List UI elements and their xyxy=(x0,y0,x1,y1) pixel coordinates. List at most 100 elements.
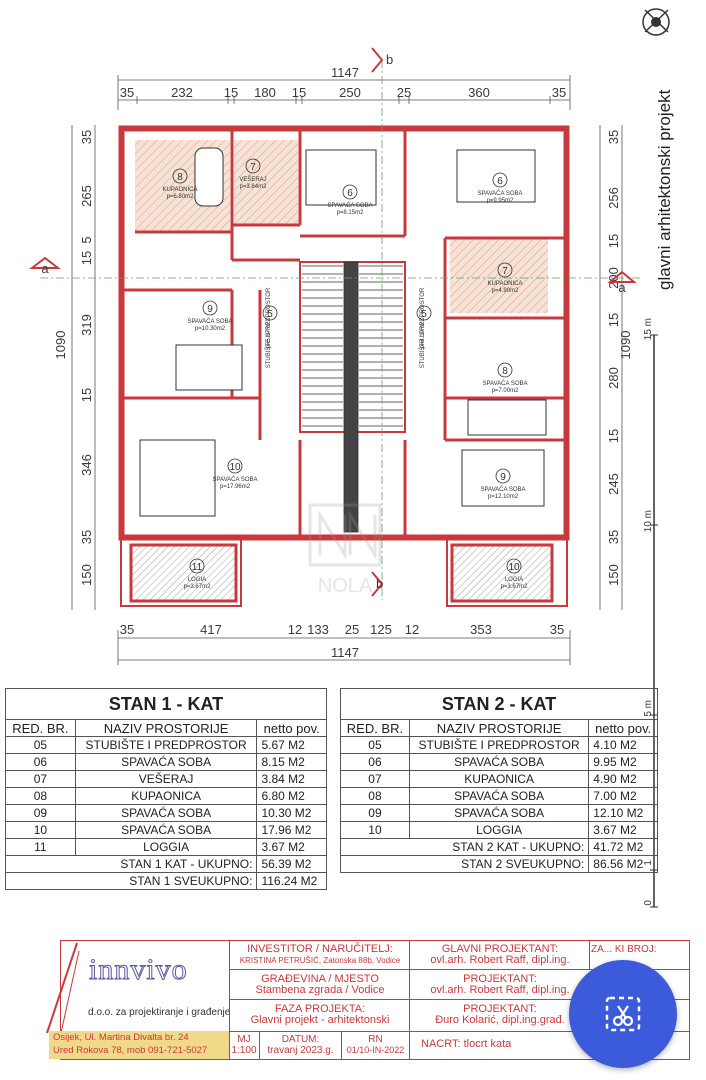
room-area: p=3.67m2 xyxy=(184,584,212,590)
section-marker-b-bottom: b xyxy=(371,571,384,597)
row-number: 06 xyxy=(340,753,410,771)
datum-label: DATUM: xyxy=(281,1034,320,1045)
room-name: SPAVAĆA SOBA xyxy=(408,804,590,822)
svg-text:b: b xyxy=(386,52,393,67)
scale-label-15: 15 m xyxy=(643,318,654,341)
projektant-1-value: ovl.arh. Robert Raff, dipl.ing. xyxy=(430,984,570,996)
dim-bottom xyxy=(117,630,571,665)
rn-value: 01/10-IN-2022 xyxy=(346,1045,405,1055)
dim-left-segment: 150 xyxy=(79,564,94,586)
room-loggia-1 xyxy=(129,543,238,603)
room-area: p=7.00m2 xyxy=(492,388,520,394)
dim-left-segment: 35 xyxy=(79,530,94,544)
room-area: p=4.90m2 xyxy=(492,288,520,294)
dim-left-segment: 346 xyxy=(79,454,94,476)
room-area: p=4.10m2 xyxy=(420,321,426,349)
dim-left xyxy=(71,125,96,610)
exterior-wall xyxy=(118,125,570,541)
company-logo-mark xyxy=(46,942,80,1034)
room-name: STUBIŠTE I PREDPROSTOR xyxy=(265,287,272,368)
svg-text:NOLA: NOLA xyxy=(318,575,373,597)
dim-right-segment: 150 xyxy=(606,564,621,586)
room-area: 3.67 M2 xyxy=(588,821,658,839)
broj-label: ZA... KI BROJ: xyxy=(591,944,657,955)
dim-left-segment: 15 xyxy=(79,251,94,265)
room-area: p=5.67m2 xyxy=(266,321,272,349)
room-number-circle xyxy=(245,158,261,174)
room-name: KUPAONICA xyxy=(408,770,590,788)
row-number: 10 xyxy=(5,821,76,839)
dim-top-segment: 15 xyxy=(292,85,306,100)
dim-left-segment: 5 xyxy=(79,236,94,243)
total-label: STAN 2 KAT - UKUPNO: xyxy=(339,838,590,856)
address-line-2: Ured Rokova 78, mob 091-721-5027 xyxy=(53,1045,208,1056)
nacrt-value: tlocrt kata xyxy=(463,1038,512,1050)
room-area: p=10.30m2 xyxy=(195,326,226,332)
row-number: 05 xyxy=(340,736,410,754)
row-number: 08 xyxy=(5,787,76,805)
room-name: SPAVAĆA SOBA xyxy=(74,804,258,822)
rn-label: RN xyxy=(368,1034,383,1045)
dim-right-segment: 280 xyxy=(606,367,621,389)
dim-bottom-segment: 35 xyxy=(550,622,564,637)
projektant-2-label: PROJEKTANT: xyxy=(463,1003,537,1015)
crop-scissors-button[interactable] xyxy=(569,960,677,1068)
svg-text:a: a xyxy=(618,280,626,295)
table-title: STAN 2 - KAT xyxy=(340,688,658,720)
dim-top-segment: 25 xyxy=(397,85,411,100)
dim-top-segment: 180 xyxy=(254,85,276,100)
table-stan-1: STAN 1 - KAT RED. BR. NAZIV PROSTORIJE n… xyxy=(4,688,327,890)
watermark-logo: NOLA xyxy=(308,503,382,597)
gradevina-value: Stambena zgrada / Vodice xyxy=(255,984,385,996)
section-marker-a-right: a xyxy=(607,270,637,295)
dim-left-segment: 15 xyxy=(79,388,94,402)
room-area: 3.67 M2 xyxy=(256,838,327,856)
dim-left-segment: 319 xyxy=(79,314,94,336)
room-name: LOGGIA xyxy=(74,838,258,856)
room-area: 4.10 M2 xyxy=(588,736,658,754)
room-number: 11 xyxy=(192,562,203,573)
room-name: LOGIA xyxy=(188,577,206,583)
room-area: 3.84 M2 xyxy=(256,770,327,788)
row-number: 11 xyxy=(5,838,76,856)
row-number: 05 xyxy=(5,736,76,754)
dim-right-segment: 15 xyxy=(606,234,621,248)
dim-bottom-segment: 417 xyxy=(200,622,222,637)
dim-bottom-segment: 133 xyxy=(307,622,329,637)
dim-bottom-segment: 35 xyxy=(120,622,134,637)
grand-total-label: STAN 1 SVEUKUPNO: xyxy=(4,872,258,890)
room-labels: 8KUPAONICAp=6.80m27VEŠERAJp=3.84m26SPAVA… xyxy=(163,158,528,590)
room-area: 4.90 M2 xyxy=(588,770,658,788)
investitor-label: INVESTITOR / NARUČITELJ: xyxy=(247,943,393,955)
row-number: 06 xyxy=(5,753,76,771)
side-title: glavni arhitektonski projekt xyxy=(655,89,674,291)
scale-label-10: 10 m xyxy=(643,510,654,533)
investitor-value: KRISTINA PETRUŠIĆ, Zatonska 88b, Vodice xyxy=(239,956,401,965)
dim-right-segment: 245 xyxy=(606,473,621,495)
dim-top-segment: 250 xyxy=(339,85,361,100)
room-area: 12.10 M2 xyxy=(588,804,658,822)
col-header: NAZIV PROSTORIJE xyxy=(408,719,590,737)
faza-value: Glavni projekt - arhitektonski xyxy=(250,1014,390,1026)
dim-right-segment: 35 xyxy=(606,530,621,544)
room-area: 6.80 M2 xyxy=(256,787,327,805)
svg-text:b: b xyxy=(376,576,383,591)
dim-bottom-segment: 12 xyxy=(288,622,302,637)
row-number: 07 xyxy=(340,770,410,788)
room-laundry xyxy=(234,140,298,225)
room-name: SPAVAĆA SOBA xyxy=(408,787,590,805)
col-header: NAZIV PROSTORIJE xyxy=(74,719,258,737)
room-name: SPAVAĆA SOBA xyxy=(408,753,590,771)
row-number: 09 xyxy=(340,804,410,822)
section-marker-b-top: b xyxy=(371,47,393,73)
dim-bottom-segment: 353 xyxy=(470,622,492,637)
